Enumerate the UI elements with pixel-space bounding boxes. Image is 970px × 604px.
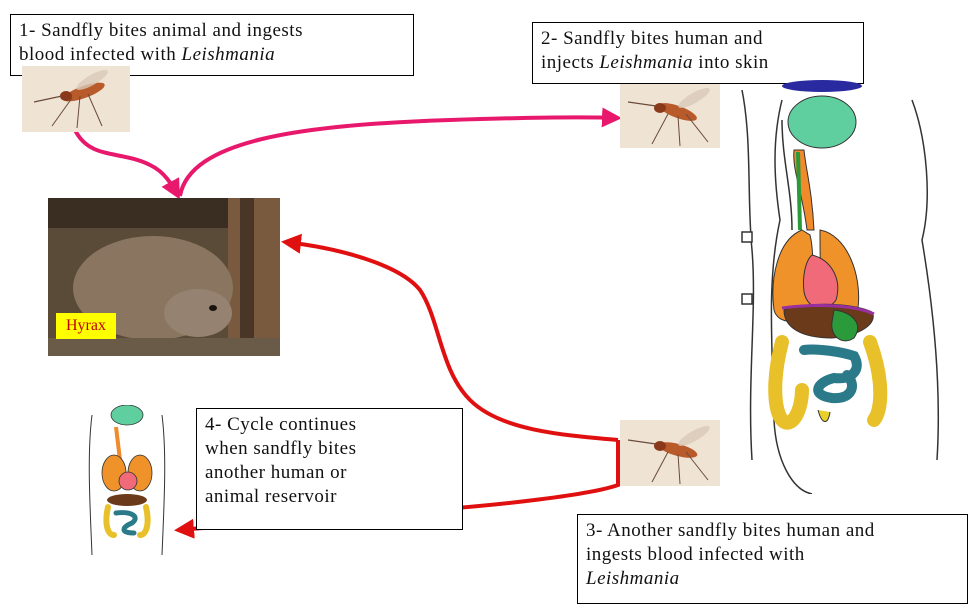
marker-square-2: [742, 294, 752, 304]
step4-line4: animal reservoir: [205, 485, 454, 509]
small-liver: [107, 494, 147, 506]
step3-box: 3- Another sandfly bites human and inges…: [577, 514, 968, 604]
step2-italic: Leishmania: [599, 52, 693, 73]
step3-line1: 3- Another sandfly bites human and: [586, 519, 959, 543]
step2-line2-suffix: into skin: [693, 52, 769, 73]
sandfly-photo-1: [22, 66, 130, 132]
step4-line2: when sandfly bites: [205, 437, 454, 461]
sandfly-icon: [620, 420, 720, 486]
step1-line1: 1- Sandfly bites animal and ingests: [19, 19, 405, 43]
human-body-diagram: [722, 80, 966, 494]
hair: [782, 80, 862, 92]
step3-italic: Leishmania: [586, 568, 680, 589]
small-brain: [111, 405, 143, 425]
sandfly-photo-3: [620, 420, 720, 486]
step4-line1: 4- Cycle continues: [205, 413, 454, 437]
step3-line2: ingests blood infected with: [586, 543, 959, 567]
small-heart: [119, 472, 137, 490]
brain: [788, 96, 856, 148]
step2-line2: injects Leishmania into skin: [541, 51, 855, 75]
step1-italic: Leishmania: [182, 44, 276, 65]
step4-box: 4- Cycle continues when sandfly bites an…: [196, 408, 463, 530]
step4-line3: another human or: [205, 461, 454, 485]
sandfly-photo-2: [620, 84, 720, 148]
bladder: [818, 410, 830, 422]
sandfly-icon: [22, 66, 130, 132]
trachea: [798, 152, 800, 230]
step1-line2: blood infected with Leishmania: [19, 43, 405, 67]
hyrax-label: Hyrax: [56, 313, 116, 339]
step2-box: 2- Sandfly bites human and injects Leish…: [532, 22, 864, 84]
arrow-sandfly1-to-hyrax: [75, 130, 178, 196]
step2-line2-prefix: injects: [541, 52, 599, 73]
step2-line1: 2- Sandfly bites human and: [541, 27, 855, 51]
small-intestine: [804, 349, 857, 398]
small-human-diagram: [82, 405, 172, 565]
hyrax-photo: Hyrax: [48, 198, 280, 356]
arm-outline-left: [742, 90, 753, 460]
arrow-hyrax-to-sandfly2: [180, 117, 618, 196]
sandfly-icon: [620, 84, 720, 148]
marker-square-1: [742, 232, 752, 242]
step1-line2-text: blood infected with: [19, 44, 182, 65]
step3-line3: Leishmania: [586, 567, 959, 591]
small-small-intestine: [116, 513, 135, 533]
